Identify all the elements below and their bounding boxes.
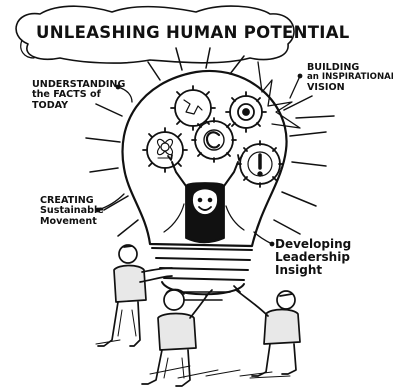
label-line: BUILDING (307, 62, 360, 73)
pointer-insight (253, 231, 273, 245)
page-title: UNLEASHING HUMAN POTENTIAL (36, 23, 350, 42)
lightbulb-icon (121, 69, 288, 248)
ground-shadow (95, 339, 291, 379)
label-line: CREATING (40, 195, 94, 206)
pointer-movement (97, 193, 125, 211)
person-left (97, 244, 173, 347)
label-line: UNDERSTANDING (32, 79, 126, 90)
label-line: Leadership (275, 249, 350, 264)
light-rays (85, 47, 335, 237)
label-line: the FACTS of (32, 89, 101, 101)
gear-icon-top-left (170, 85, 216, 131)
label-line: VISION (307, 81, 345, 93)
pointer-facts (117, 86, 133, 103)
label-sustainable-movement: CREATING Sustainable Movement (40, 195, 104, 227)
copyright-symbol-icon (191, 117, 237, 163)
title-cloud-outline (15, 5, 295, 64)
bulb-base (151, 247, 253, 281)
person-right (233, 285, 301, 377)
bullet-facts (115, 84, 121, 90)
bullet-vision (297, 73, 303, 79)
label-inspirational-vision: BUILDING an INSPIRATIONAL VISION (307, 62, 393, 93)
exclamation-mark-icon (236, 140, 284, 188)
pointer-vision (289, 75, 301, 99)
bullet-insight (269, 241, 275, 247)
target-icon (225, 91, 267, 133)
label-line: Movement (40, 215, 97, 227)
label-line: Developing (275, 237, 352, 251)
label-understanding-facts: UNDERSTANDING the FACTS of TODAY (32, 79, 126, 111)
label-line: Insight (275, 262, 323, 277)
person-in-bulb (167, 154, 243, 244)
label-leadership-insight: Developing Leadership Insight (275, 238, 351, 277)
flower-icon (142, 127, 188, 173)
bullet-movement (95, 207, 101, 213)
label-line: TODAY (32, 99, 69, 111)
spark-right (257, 61, 301, 129)
label-line: an INSPIRATIONAL (307, 72, 393, 83)
person-center (141, 288, 213, 387)
label-line: Sustainable (40, 205, 104, 217)
